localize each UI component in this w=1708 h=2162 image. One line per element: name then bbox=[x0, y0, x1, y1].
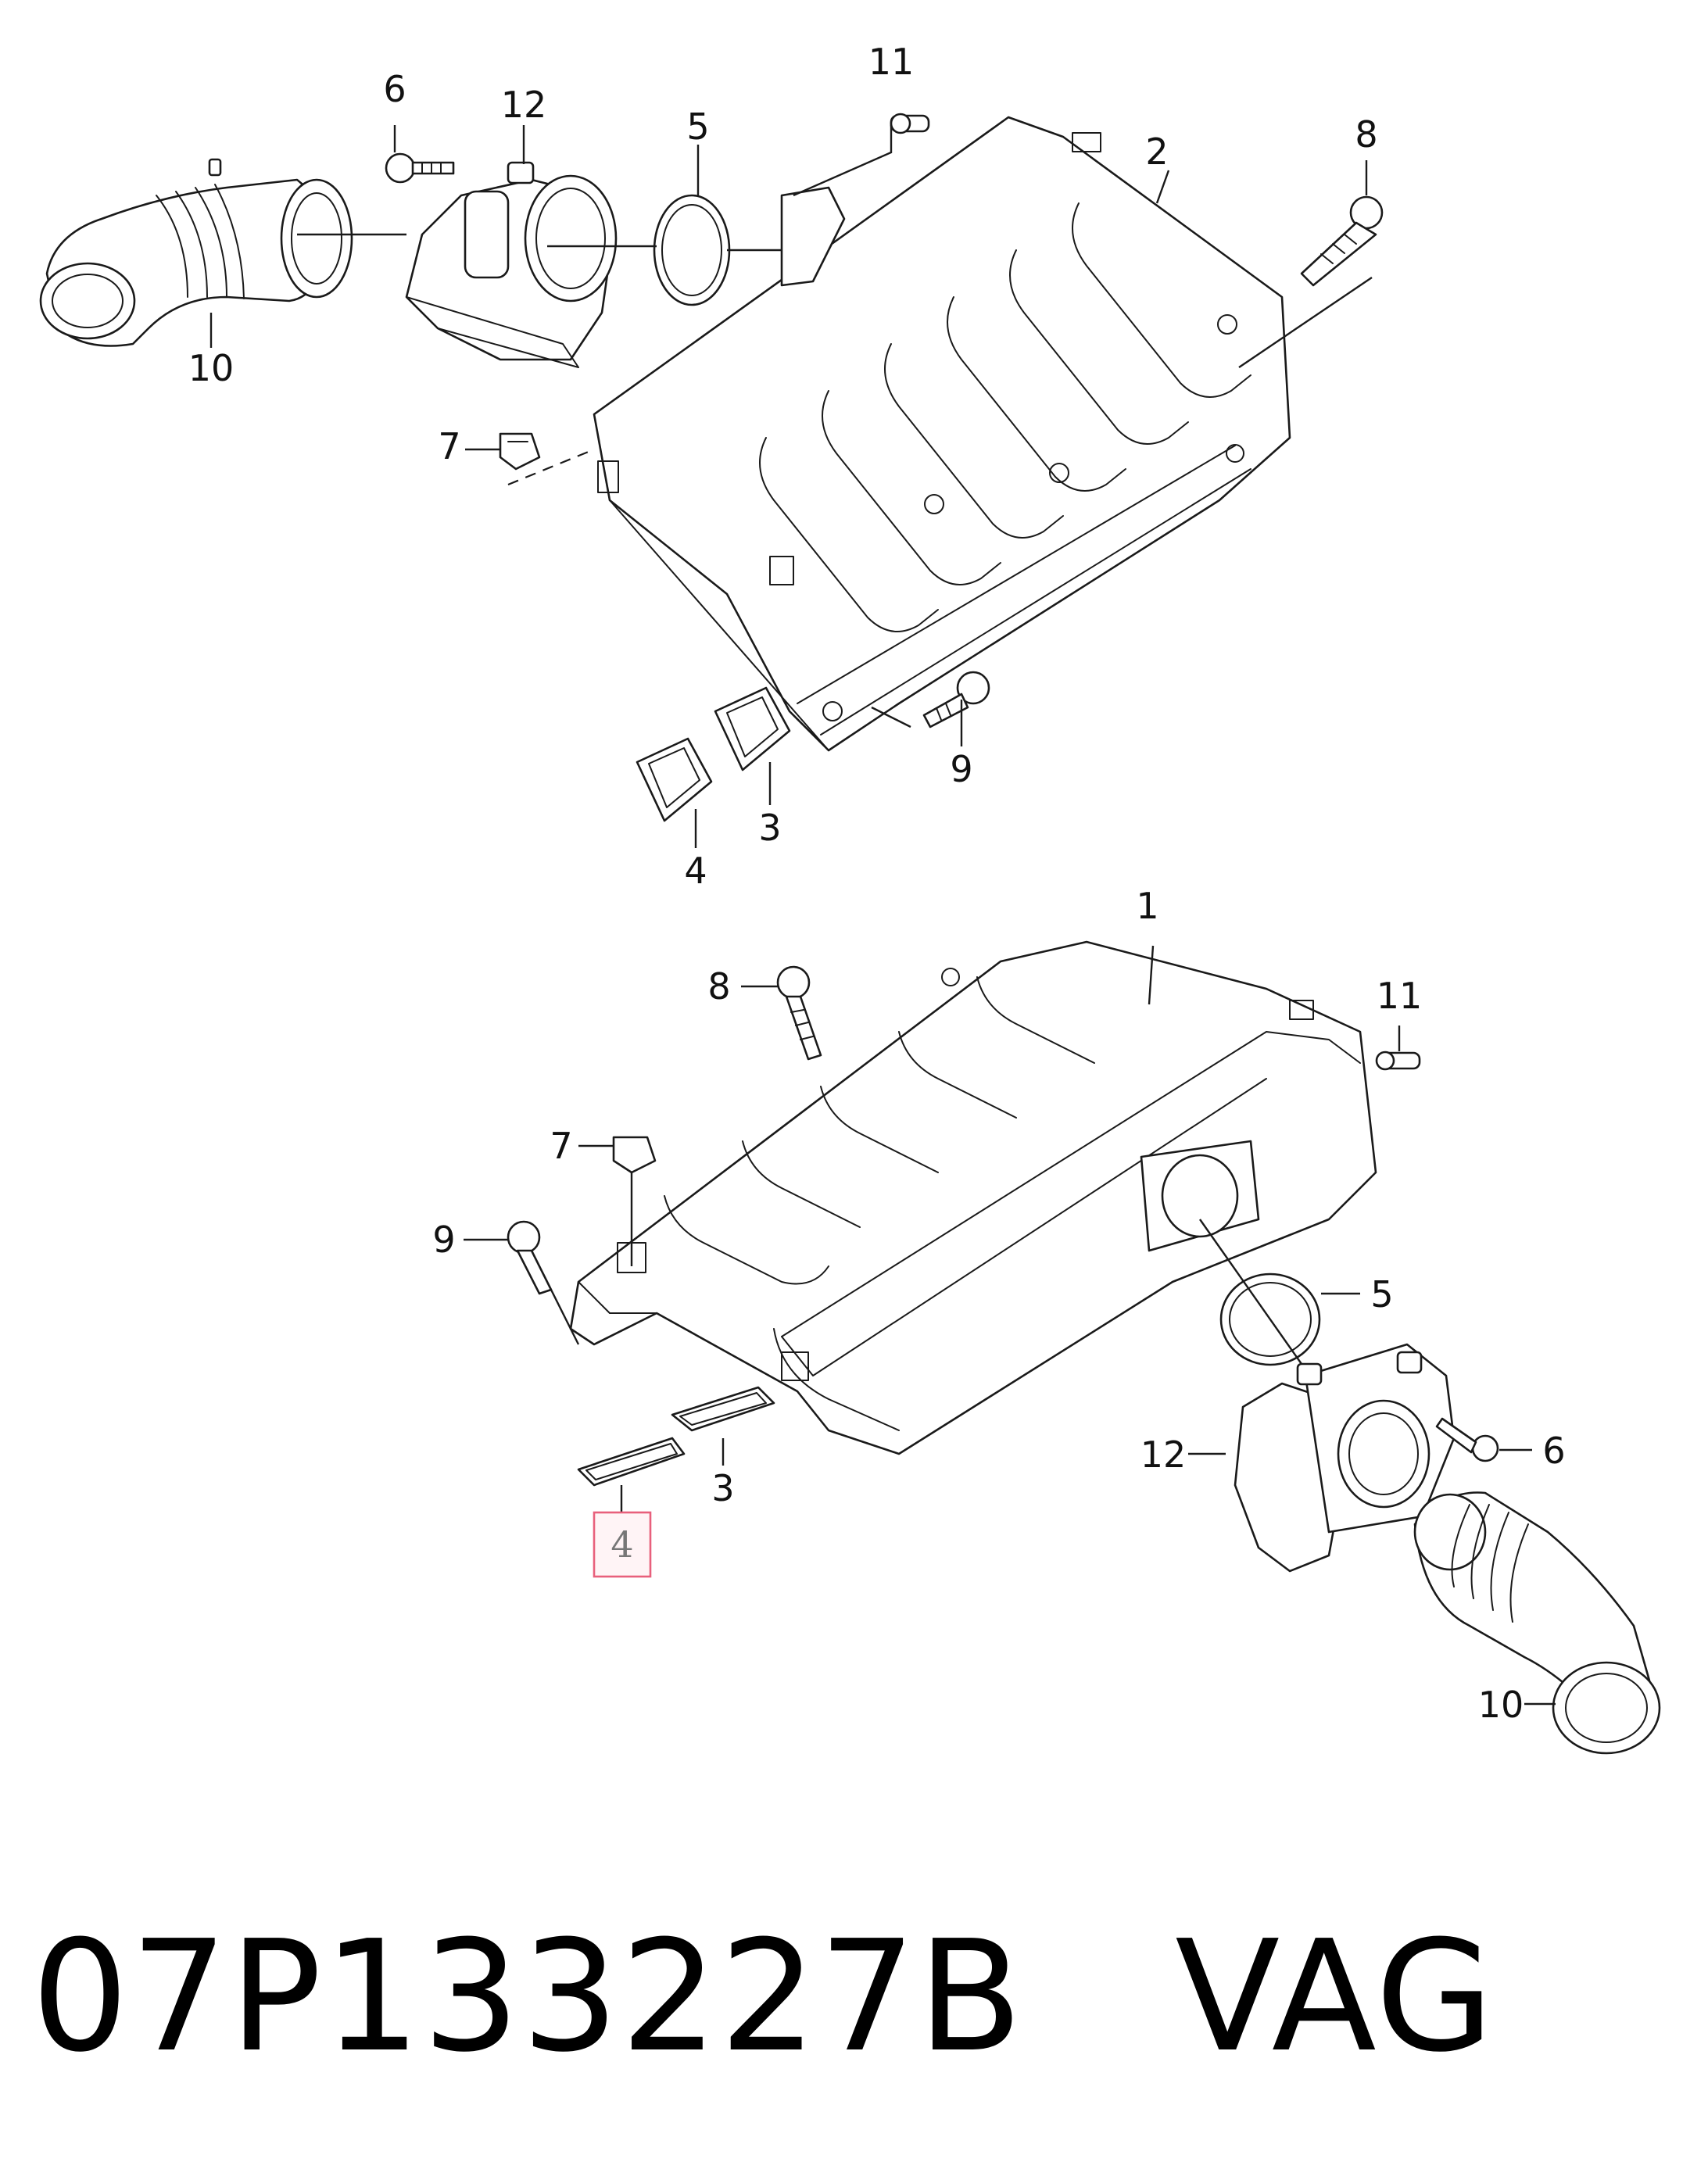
brand-name: VAG bbox=[1175, 1908, 1496, 2086]
screw-6-top bbox=[385, 152, 455, 184]
callout-6-top: 6 bbox=[383, 68, 406, 110]
part-number-caption: 07P133227B VAG bbox=[31, 1895, 1673, 2099]
bolt-8-top bbox=[1300, 195, 1384, 287]
callout-7-top: 7 bbox=[438, 425, 460, 467]
throttle-body-bottom bbox=[1234, 1343, 1456, 1573]
callout-11-bottom: 11 bbox=[1377, 975, 1423, 1017]
part-number: 07P133227B bbox=[31, 1908, 1025, 2086]
o-ring-top bbox=[653, 194, 731, 306]
callout-11-top: 11 bbox=[868, 41, 915, 83]
callout-8-top: 8 bbox=[1355, 113, 1377, 156]
callout-12-top: 12 bbox=[501, 84, 547, 126]
callout-12-bottom: 12 bbox=[1140, 1434, 1187, 1476]
screw-6-bottom bbox=[1435, 1417, 1499, 1462]
gasket-4-bottom bbox=[577, 1437, 686, 1487]
callout-10-bottom: 10 bbox=[1478, 1684, 1524, 1726]
bolt-9-bottom bbox=[507, 1220, 553, 1295]
gasket-3-top bbox=[714, 686, 791, 771]
o-ring-bottom-inner bbox=[1229, 1282, 1312, 1357]
o-ring-top-inner bbox=[661, 204, 722, 296]
callout-9-top: 9 bbox=[950, 748, 972, 790]
lower-manifold-bottom bbox=[569, 940, 1377, 1455]
callout-4-highlighted: 4 bbox=[611, 1523, 633, 1566]
upper-manifold-top bbox=[593, 116, 1291, 752]
callout-1-bottom: 1 bbox=[1136, 885, 1158, 927]
bolt-9-top bbox=[922, 671, 990, 728]
callout-7-bottom: 7 bbox=[550, 1125, 572, 1167]
callout-6-bottom: 6 bbox=[1542, 1430, 1565, 1472]
intake-hose-bottom bbox=[1413, 1491, 1661, 1755]
clip-7-top bbox=[499, 432, 541, 471]
callout-3-top: 3 bbox=[758, 807, 781, 849]
throttle-body-top bbox=[405, 161, 618, 368]
top-assembly: 2 8 11 5 12 6 10 7 9 3 4 bbox=[39, 41, 1384, 892]
gasket-4-top bbox=[636, 737, 713, 822]
exploded-view-svg: 2 8 11 5 12 6 10 7 9 3 4 bbox=[39, 41, 1661, 1755]
callout-5-bottom: 5 bbox=[1370, 1273, 1393, 1315]
pin-11-bottom bbox=[1375, 1051, 1421, 1071]
pin-11-top bbox=[890, 113, 930, 134]
intake-hose-top bbox=[39, 158, 353, 347]
callout-4-top: 4 bbox=[684, 850, 707, 892]
clip-7-bottom bbox=[612, 1136, 657, 1174]
gasket-3-bottom bbox=[671, 1386, 775, 1432]
callout-8-bottom: 8 bbox=[707, 965, 730, 1008]
callout-10-top: 10 bbox=[188, 347, 235, 389]
bolt-8-bottom bbox=[776, 965, 822, 1061]
callout-3-bottom: 3 bbox=[711, 1467, 734, 1509]
highlight-box bbox=[593, 1511, 652, 1578]
callout-9-bottom: 9 bbox=[432, 1219, 455, 1261]
callout-2-top: 2 bbox=[1145, 131, 1168, 173]
callout-5-top: 5 bbox=[686, 106, 709, 148]
bottom-assembly: 1 8 11 7 9 5 12 6 3 10 4 bbox=[432, 885, 1661, 1755]
